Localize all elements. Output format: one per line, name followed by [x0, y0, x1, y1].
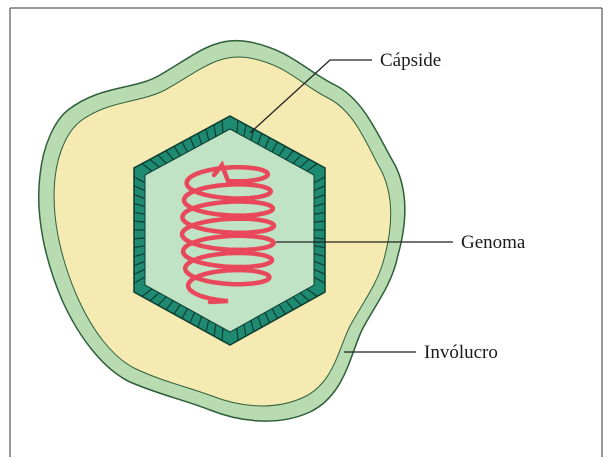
genome-label: Genoma [461, 232, 526, 253]
capsid-label: Cápside [380, 50, 441, 71]
envelope-label: Invólucro [424, 342, 498, 363]
